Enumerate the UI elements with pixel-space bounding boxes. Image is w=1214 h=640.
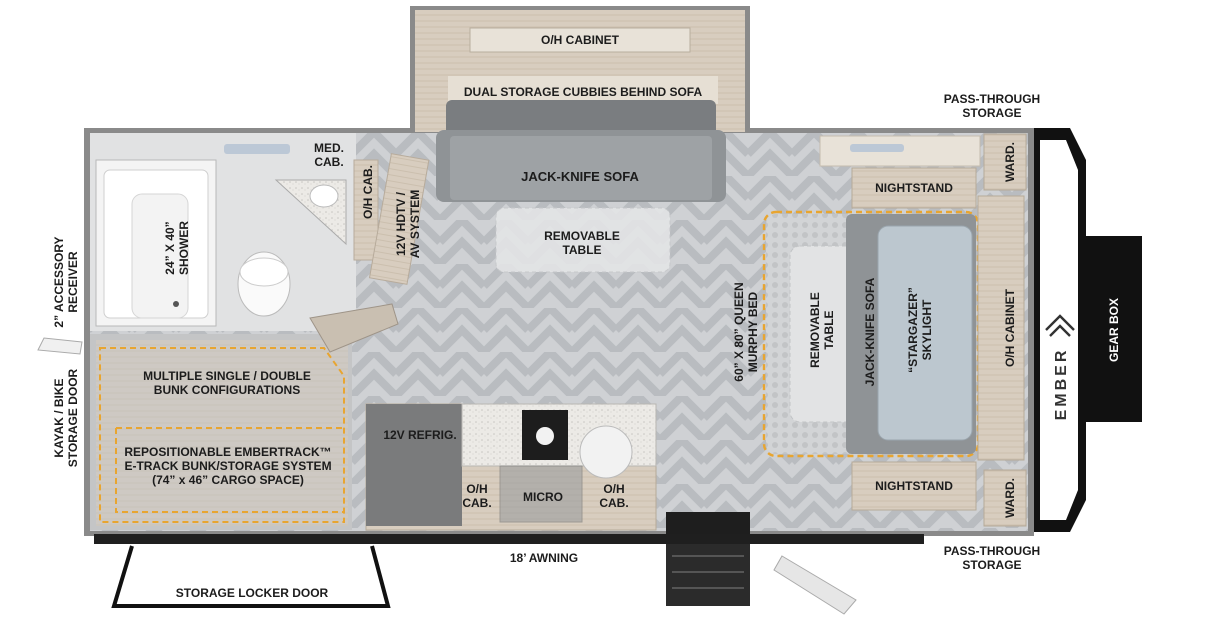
- oh-cab-left-label: O/H CAB.: [462, 482, 492, 510]
- micro-label: MICRO: [523, 490, 563, 504]
- kayak-door: [37, 337, 83, 355]
- storage-locker-door-label: STORAGE LOCKER DOOR: [175, 586, 329, 600]
- ember-logo: [1045, 314, 1075, 337]
- removable-table-bed-label: REMOVABLE TABLE: [808, 292, 836, 368]
- removable-table-top-label: REMOVABLE TABLE: [544, 229, 620, 257]
- ward-bottom-label: WARD.: [1003, 478, 1017, 518]
- jack-knife-sofa-top: [436, 100, 726, 202]
- bathroom: [90, 133, 356, 331]
- pass-through-bottom-label: PASS-THROUGH STORAGE: [943, 544, 1041, 572]
- oh-cab-bath-label: O/H CAB.: [361, 165, 375, 219]
- gear-box: [1086, 236, 1142, 422]
- dual-storage-label: DUAL STORAGE CUBBIES BEHIND SOFA: [463, 85, 703, 99]
- removable-table-top: [495, 207, 671, 273]
- oh-cab-right-label: O/H CAB.: [599, 482, 629, 510]
- nightstand-bottom-label: NIGHTSTAND: [875, 479, 953, 493]
- med-cab-label: MED. CAB.: [314, 141, 344, 169]
- kitchen: [365, 403, 657, 531]
- oh-cabinet-front-label: O/H CABINET: [1003, 289, 1017, 367]
- awning-label: 18’ AWNING: [509, 551, 579, 565]
- oh-cabinet-top-label: O/H CABINET: [541, 33, 619, 47]
- brand-logo-text: EMBER: [1053, 347, 1070, 421]
- bunk-area: [90, 303, 399, 530]
- storage-locker-door: [111, 545, 391, 608]
- accessory-receiver-label: 2” ACCESSORY RECEIVER: [52, 236, 80, 328]
- front-cabinets: [819, 133, 1027, 527]
- nightstand-top-label: NIGHTSTAND: [875, 181, 953, 195]
- bath-cabinet: [353, 153, 430, 285]
- murphy-bed-label: 60” X 80” QUEEN MURPHY BED: [732, 282, 760, 382]
- embertrack-label: REPOSITIONABLE EMBERTRACK™ E-TRACK BUNK/…: [124, 445, 332, 487]
- front-cap: [1034, 128, 1086, 532]
- pass-through-top-label: PASS-THROUGH STORAGE: [943, 92, 1041, 120]
- shower-label: 24” X 40” SHOWER: [163, 221, 191, 275]
- slideout-cabinets: [448, 27, 718, 104]
- murphy-bed: [762, 210, 980, 458]
- bunk-config-label: MULTIPLE SINGLE / DOUBLE BUNK CONFIGURAT…: [143, 369, 311, 397]
- gear-box-label: GEAR BOX: [1107, 297, 1121, 363]
- entry-door: [666, 512, 857, 615]
- nightstands: [851, 167, 977, 511]
- refrig-label: 12V REFRIG.: [383, 428, 457, 442]
- ward-top-label: WARD.: [1003, 142, 1017, 182]
- hdtv-label: 12V HDTV / AV SYSTEM: [394, 189, 422, 259]
- jack-knife-sofa-bed-label: JACK-KNIFE SOFA: [863, 277, 877, 387]
- stargazer-label: “STARGAZER” SKYLIGHT: [906, 287, 934, 373]
- jack-knife-sofa-top-label: JACK-KNIFE SOFA: [521, 169, 639, 184]
- kayak-door-label: KAYAK / BIKE STORAGE DOOR: [52, 368, 80, 468]
- awning-line: [94, 534, 924, 544]
